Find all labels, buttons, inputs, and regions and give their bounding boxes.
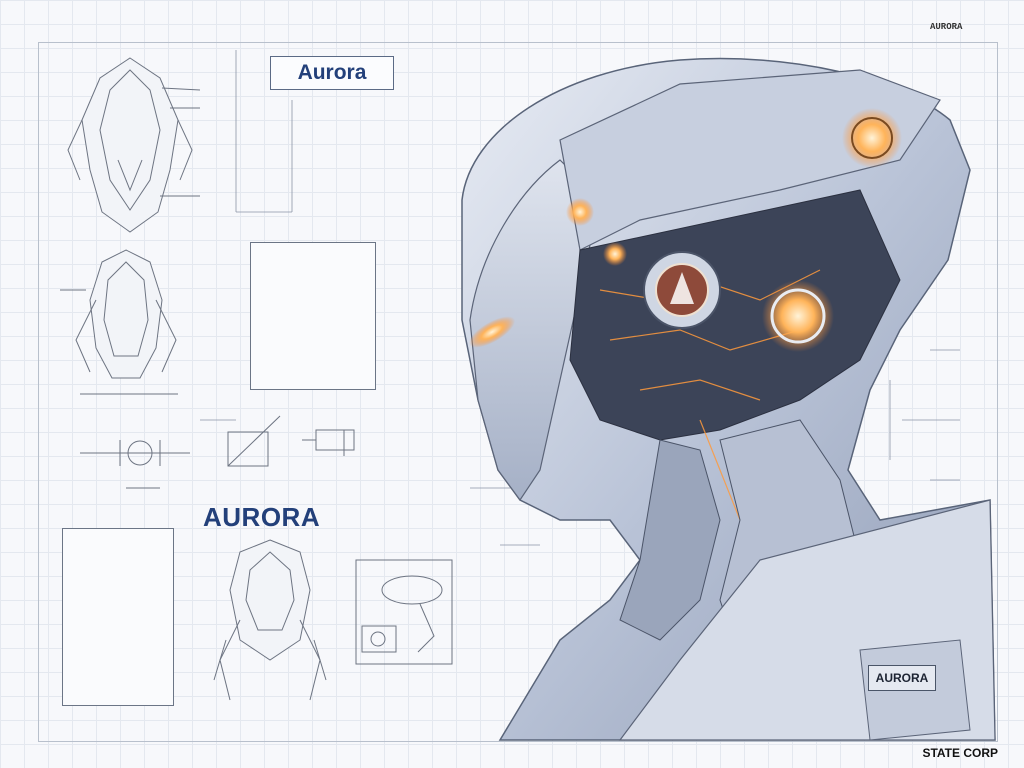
headplate-badge: AURORA — [868, 665, 936, 691]
glow-lights — [468, 108, 902, 352]
engine-diagram — [355, 559, 453, 665]
title-main: AURORA — [203, 502, 321, 532]
robot-head-illustration — [461, 57, 996, 741]
torso-drawing — [213, 539, 327, 701]
dimension-lines — [200, 50, 960, 546]
top-view-drawing — [67, 57, 201, 233]
side-view-drawing — [60, 249, 178, 395]
materials-box — [250, 242, 376, 390]
headplate-badge-label: AURORA — [875, 671, 929, 685]
drawing-frame — [38, 42, 998, 742]
sheet-code-right: AURORA — [930, 22, 963, 32]
title-top: Aurora — [297, 61, 367, 84]
joint-diagram — [80, 440, 190, 489]
title-box: Aurora — [270, 56, 394, 90]
company-stamp: STATE CORP — [922, 746, 998, 760]
specs-box — [62, 528, 174, 706]
schematic-drawing — [227, 415, 355, 467]
